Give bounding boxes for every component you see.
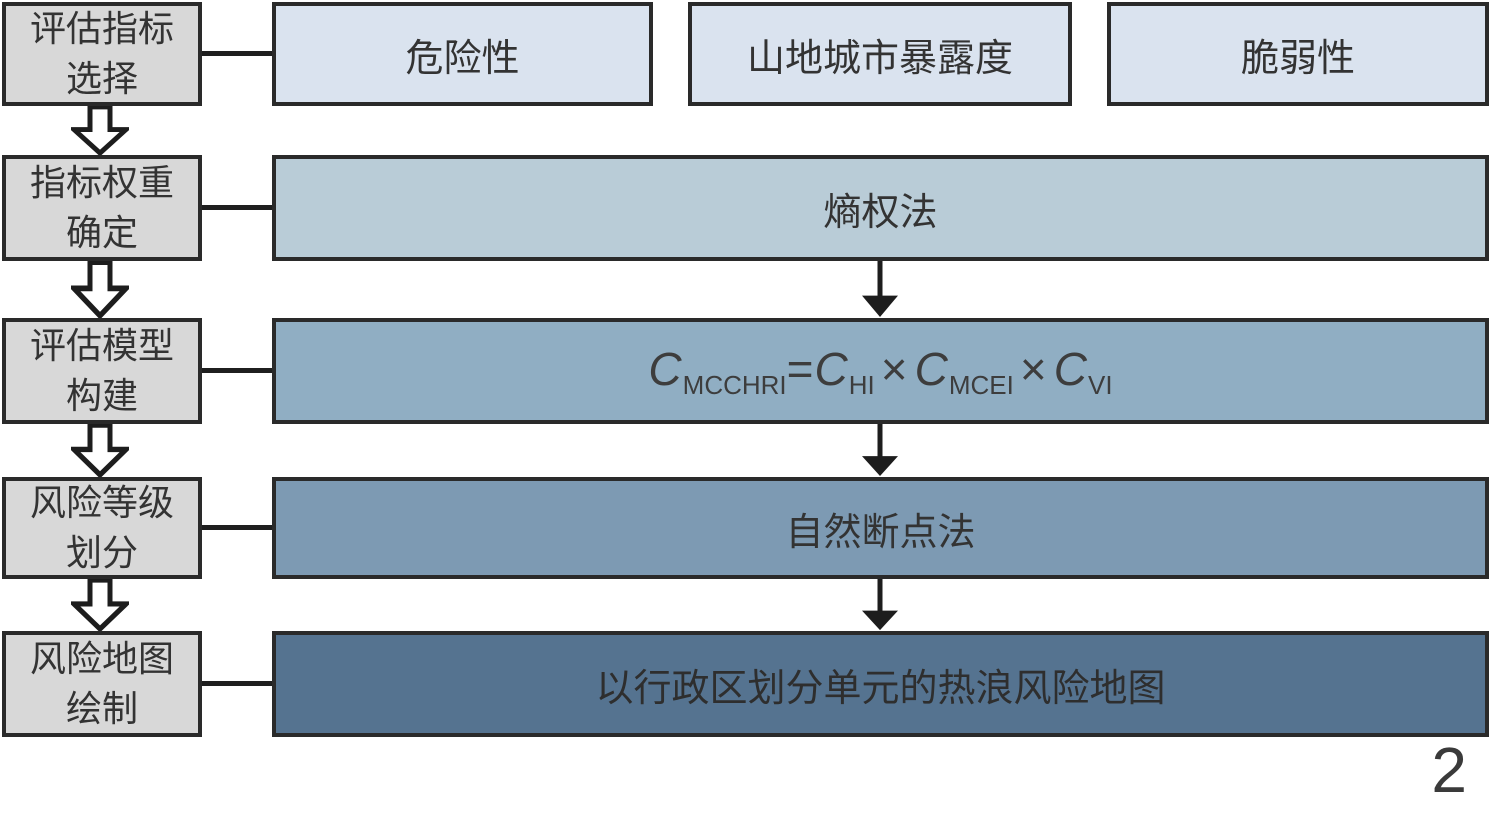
entropy-method-label: 熵权法 [823,191,938,234]
step-label-line: 风险地图 [29,637,174,679]
formula-times: × [880,342,909,395]
hollow-down-arrow-icon [71,579,129,631]
natural-breaks-label: 自然断点法 [785,511,976,554]
connector-line [202,525,272,530]
formula-var: C [814,342,849,395]
connector-line [202,51,272,56]
step-box-risk-classification: 风险等级 划分 [2,477,202,579]
formula-equals: = [786,342,815,395]
entropy-method-box: 熵权法 [272,155,1489,261]
indicator-box-exposure: 山地城市暴露度 [688,2,1072,106]
formula-times: × [1019,342,1048,395]
formula-var: C [914,342,949,395]
indicator-box-vulnerability: 脆弱性 [1107,2,1489,106]
down-arrow-icon [862,579,898,631]
step-label-line: 确定 [65,212,138,253]
step-label-line: 绘制 [65,688,138,729]
formula-var: C [1053,342,1088,395]
formula-subscript: HI [848,369,875,400]
step-box-map-drawing: 风险地图 绘制 [2,631,202,737]
formula-subscript: VI [1087,369,1113,400]
formula-var: C [648,342,683,395]
down-arrow-icon [862,424,898,477]
risk-map-box: 以行政区划分单元的热浪风险地图 [272,631,1489,737]
connector-line [202,205,272,210]
step-label-line: 评估模型 [29,324,174,366]
down-arrow-icon [862,261,898,317]
model-formula-box: CMCCHRI=CHI×CMCEI×CVI [272,318,1489,424]
step-label-line: 选择 [65,58,138,99]
model-formula: CMCCHRI=CHI×CMCEI×CVI [648,342,1112,401]
indicator-label: 危险性 [405,37,520,80]
hollow-down-arrow-icon [71,424,129,477]
step-label-line: 风险等级 [29,481,174,523]
formula-subscript: MCEI [948,369,1014,400]
connector-line [202,368,272,373]
connector-line [202,681,272,686]
step-box-indicator-selection: 评估指标 选择 [2,2,202,106]
indicator-label: 脆弱性 [1240,37,1355,80]
formula-subscript: MCCHRI [682,369,787,400]
step-label-line: 指标权重 [29,161,174,203]
hollow-down-arrow-icon [71,261,129,318]
step-box-model-construction: 评估模型 构建 [2,318,202,424]
step-label-line: 构建 [65,375,138,416]
step-label-line: 评估指标 [29,7,174,49]
risk-map-label: 以行政区划分单元的热浪风险地图 [595,667,1166,710]
indicator-box-hazard: 危险性 [272,2,653,106]
natural-breaks-box: 自然断点法 [272,477,1489,579]
step-box-weight-determination: 指标权重 确定 [2,155,202,261]
step-label-line: 划分 [65,532,138,573]
hollow-down-arrow-icon [71,106,129,155]
page-number: 2 [1431,734,1467,806]
indicator-label: 山地城市暴露度 [746,37,1013,80]
